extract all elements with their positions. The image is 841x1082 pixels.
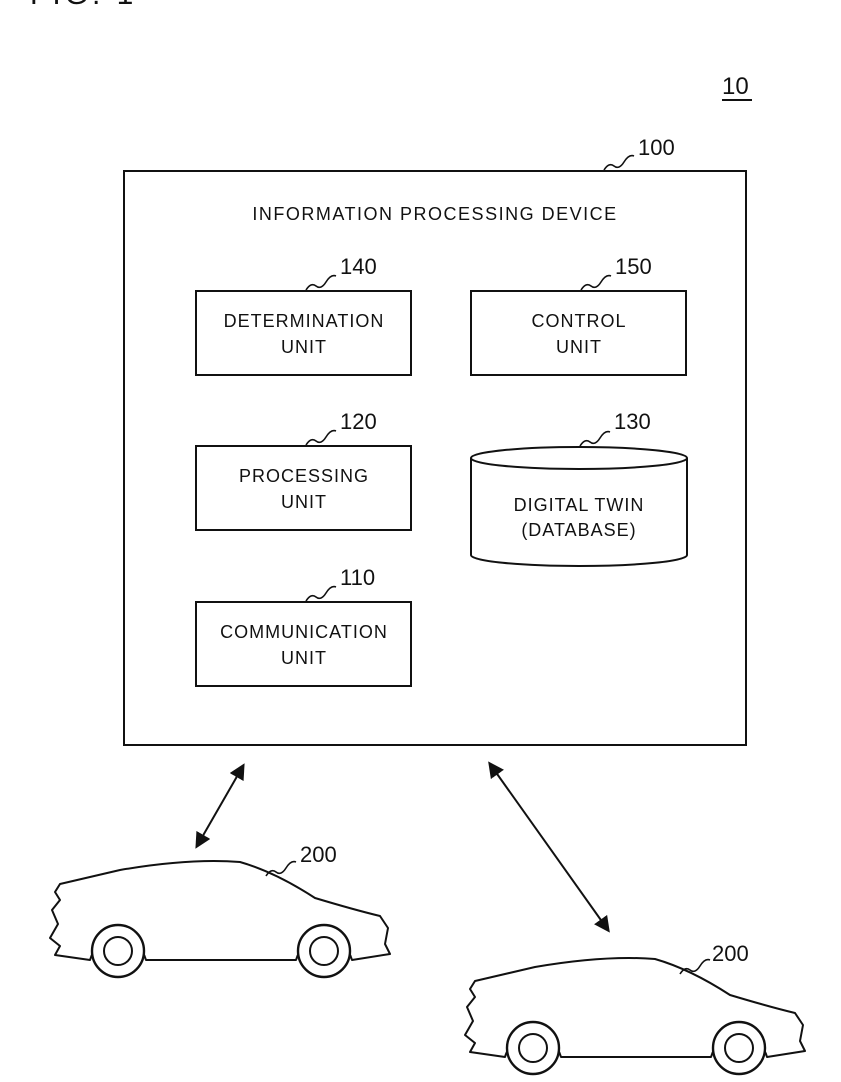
processing-unit-label-line1: PROCESSING [239, 466, 369, 486]
vehicle-1-ref: 200 [300, 842, 337, 867]
control-unit-box [471, 291, 686, 375]
figure-label: FIG. 1 [30, 0, 137, 11]
vehicle-2-communication-arrow [490, 764, 608, 930]
digital-twin-label-line1: DIGITAL TWIN [514, 495, 645, 515]
processing-unit-ref: 120 [340, 409, 377, 434]
communication-unit-box [196, 602, 411, 686]
determination-unit-label-line1: DETERMINATION [224, 311, 385, 331]
vehicle-1-communication-arrow [197, 766, 243, 846]
vehicle-2-car-icon [465, 958, 805, 1074]
communication-unit-label-line2: UNIT [281, 648, 327, 668]
determination-unit-box [196, 291, 411, 375]
vehicle-1-car-icon [50, 861, 390, 977]
communication-unit-ref: 110 [340, 565, 375, 590]
digital-twin-label-line2: (DATABASE) [521, 520, 636, 540]
device-title: INFORMATION PROCESSING DEVICE [252, 204, 617, 224]
vehicle-2-ref: 200 [712, 941, 749, 966]
device-leader-line [604, 156, 634, 170]
digital-twin-ref: 130 [614, 409, 651, 434]
control-unit-label-line1: CONTROL [531, 311, 626, 331]
processing-unit-label-line2: UNIT [281, 492, 327, 512]
processing-unit-box [196, 446, 411, 530]
communication-unit-label-line1: COMMUNICATION [220, 622, 388, 642]
control-unit-ref: 150 [615, 254, 652, 279]
determination-unit-label-line2: UNIT [281, 337, 327, 357]
control-unit-label-line2: UNIT [556, 337, 602, 357]
determination-unit-ref: 140 [340, 254, 377, 279]
system-ref-label: 10 [722, 73, 749, 100]
device-ref-label: 100 [638, 135, 675, 160]
